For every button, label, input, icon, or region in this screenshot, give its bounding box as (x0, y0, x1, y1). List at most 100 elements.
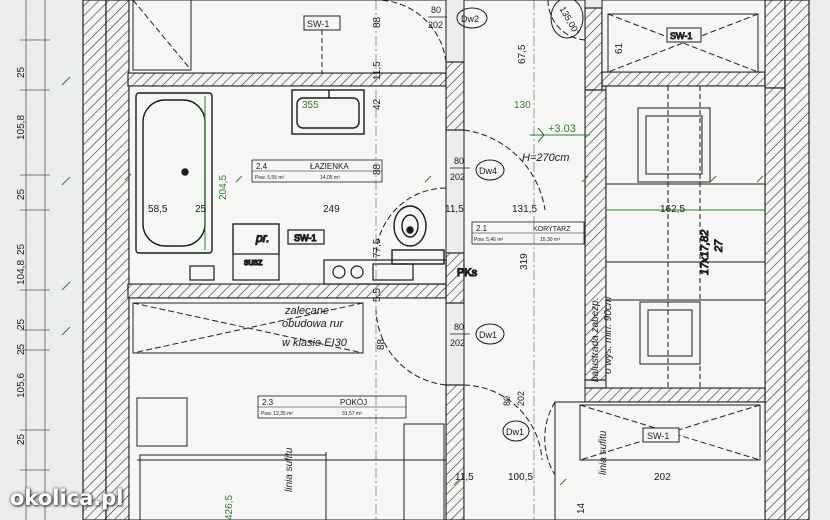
room-label-corridor: 2.1 KORYTARZ Pow. 5,46 m² 15,30 m³ (471, 221, 585, 245)
dim-14: 14 (576, 502, 587, 514)
room-area2: 31,57 m³ (342, 411, 362, 417)
room-area1: Pow. 12,35 m² (261, 411, 293, 417)
left-dim-5: 104,8 (16, 260, 27, 285)
room-name: POKÓJ (340, 398, 367, 407)
dw4-height: 202 (450, 172, 465, 182)
bathroom-area1: Pow. 5,55 m² (255, 175, 285, 181)
bathroom-name: ŁAZIENKA (310, 162, 349, 171)
room-window-box (132, 302, 446, 520)
left-dim-4: 25 (16, 243, 27, 255)
washbasin (291, 89, 365, 135)
door-dw1-room: 80 202 Dw1 (450, 322, 505, 348)
dim-319: 319 (519, 253, 530, 270)
room-label-bathroom: 2.4 ŁAZIENKA Pow. 5,55 m² 14,05 m³ (251, 159, 383, 183)
sw1-label-top: SW-1 (307, 19, 329, 29)
dim-58-5: 58,5 (148, 204, 168, 215)
dw1b-height: 202 (516, 391, 526, 406)
sw1-label-lower: SW-1 (647, 431, 669, 441)
corridor-name: KORYTARZ (533, 226, 571, 233)
dim-249: 249 (323, 204, 340, 215)
stairs-count: 27 (713, 239, 725, 253)
staircase: 17x17,82 27 (606, 86, 765, 388)
window-sw1-lower-right: SW-1 (579, 404, 761, 461)
dim-42: 42 (372, 98, 383, 110)
dw2-height: 202 (428, 20, 443, 30)
bathroom-area2: 14,05 m³ (320, 175, 340, 181)
dw2-width: 80 (431, 5, 441, 15)
counter-pks: PKs (323, 259, 478, 285)
ceiling-line-label-room: linia sufitu (284, 447, 295, 492)
skylight-box-top-left (132, 0, 192, 71)
window-sw1-top-right: SW-1 (607, 13, 759, 73)
door-swings (375, 0, 586, 476)
height-level: +3.03 H=270cm (522, 123, 590, 164)
dw1a-name: Dw1 (479, 330, 497, 340)
watermark: okolica.pl (10, 486, 124, 510)
dim-202-right: 202 (654, 472, 671, 483)
left-dim-6: 25 (16, 318, 27, 330)
dim-100-5: 100,5 (508, 472, 533, 483)
dim-25: 25 (195, 204, 207, 215)
dim-77-5: 77,5 (372, 238, 383, 258)
ceiling-line-label-right: linia sufitu (598, 430, 609, 475)
note-line3: w klasie EI30 (282, 337, 348, 349)
level-label: +3.03 (548, 123, 576, 135)
dim-88-top: 88 (372, 16, 383, 28)
balustrade-note: balustrada zabezp. o wys. min. 90cm (590, 297, 614, 382)
dim-131-5: 131,5 (512, 204, 537, 215)
room-number: 2.3 (262, 398, 274, 407)
height-label: H=270cm (522, 152, 569, 164)
dw1a-width: 80 (454, 322, 464, 332)
balustrade-line2: o wys. min. 90cm (603, 297, 614, 374)
dw2-name: Dw2 (461, 14, 479, 24)
dw4-name: Dw4 (479, 166, 497, 176)
toilet (391, 205, 445, 265)
left-dim-3: 25 (16, 188, 27, 200)
door-dw2: 80 202 Dw2 (428, 5, 488, 30)
susz-label: susz (244, 257, 263, 267)
dim-11-5-low: 11,5 (455, 472, 474, 483)
corridor-number: 2.1 (476, 224, 488, 233)
washer-dryer: pr. susz SW-1 (189, 223, 325, 281)
bathtub (135, 92, 213, 254)
note-line2: obudowa rur (282, 318, 344, 330)
pipe-enclosure-note: zalecane obudowa rur w klasie EI30 (282, 305, 348, 349)
bathroom-number: 2.4 (256, 162, 268, 171)
stairs-dimension: 17x17,82 (699, 230, 711, 275)
dim-67-5: 67,5 (517, 44, 528, 64)
dim-88-mid: 88 (372, 163, 383, 175)
dim-204-5: 204,5 (218, 175, 229, 200)
left-dim-1: 25 (16, 66, 27, 78)
sw1-label-top-right: SW-1 (670, 31, 692, 41)
dw1b-name: Dw1 (506, 427, 524, 437)
dim-162-5: 162,5 (660, 204, 685, 215)
left-dim-7: 25 (16, 343, 27, 355)
window-sw1-top: SW-1 (303, 15, 341, 73)
door-dw4: 80 202 Dw4 (450, 156, 505, 182)
balustrade-line1: balustrada zabezp. (590, 297, 601, 382)
dim-355: 355 (302, 100, 319, 111)
left-dim-2: 105,8 (16, 115, 27, 140)
bathroom-area (128, 85, 447, 285)
pr-label: pr. (255, 231, 270, 245)
left-dim-9: 25 (16, 433, 27, 445)
corridor-area1: Pow. 5,46 m² (474, 237, 504, 243)
sw1-label-bath: SW-1 (294, 233, 316, 243)
door-dw1-lower: 80 202 Dw1 (502, 391, 530, 442)
corridor-area2: 15,30 m³ (540, 237, 560, 243)
note-line1: zalecane (284, 305, 329, 317)
room-label-room: 2.3 POKÓJ Pow. 12,35 m² 31,57 m³ (257, 395, 407, 419)
dw4-width: 80 (454, 156, 464, 166)
dim-88-low: 88 (376, 338, 387, 350)
dim-5-5: 5,5 (372, 288, 383, 302)
left-dimension-chain: 25 105,8 25 25 104,8 25 25 105,6 25 (16, 0, 71, 520)
dim-11-5-mid: 11,5 (445, 204, 464, 215)
dw1b-width: 80 (502, 396, 512, 406)
left-dim-8: 105,6 (16, 373, 27, 398)
dw1a-height: 202 (450, 338, 465, 348)
dim-61: 61 (614, 42, 625, 54)
dim-130: 130 (514, 100, 531, 111)
walls (82, 0, 810, 520)
dim-11-5-top: 11,5 (372, 61, 383, 80)
